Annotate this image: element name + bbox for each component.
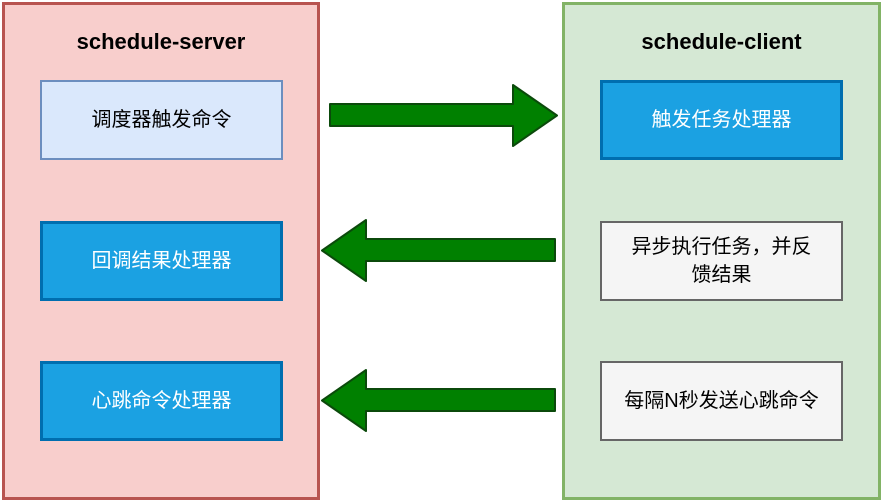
arrow-server-to-client-icon bbox=[329, 84, 558, 147]
box-trigger-task-handler: 触发任务处理器 bbox=[600, 80, 843, 160]
client-panel-title: schedule-client bbox=[641, 29, 802, 54]
arrow-client-to-server-callback-icon bbox=[321, 219, 556, 282]
client-panel: schedule-client 触发任务处理器 异步执行任务，并反馈结果 每隔N… bbox=[562, 2, 881, 500]
box-trigger-task-handler-label: 触发任务处理器 bbox=[651, 109, 792, 131]
box-send-heartbeat-every-n-seconds-label: 每隔N秒发送心跳命令 bbox=[624, 390, 819, 412]
server-panel-title: schedule-server bbox=[76, 29, 246, 54]
box-scheduler-trigger-command-label: 调度器触发命令 bbox=[91, 109, 232, 131]
box-callback-result-handler-label: 回调结果处理器 bbox=[91, 250, 232, 272]
arrow-client-to-server-heartbeat-icon bbox=[321, 369, 556, 432]
box-heartbeat-command-handler-label: 心跳命令处理器 bbox=[91, 390, 232, 412]
box-heartbeat-command-handler: 心跳命令处理器 bbox=[40, 361, 283, 441]
server-panel: schedule-server 调度器触发命令 回调结果处理器 心跳命令处理器 bbox=[2, 2, 320, 500]
box-scheduler-trigger-command: 调度器触发命令 bbox=[40, 80, 283, 160]
box-async-execute-task-label: 异步执行任务，并反馈结果 bbox=[631, 236, 812, 286]
box-send-heartbeat-every-n-seconds: 每隔N秒发送心跳命令 bbox=[600, 361, 843, 441]
box-callback-result-handler: 回调结果处理器 bbox=[40, 221, 283, 301]
box-async-execute-task: 异步执行任务，并反馈结果 bbox=[600, 221, 843, 301]
